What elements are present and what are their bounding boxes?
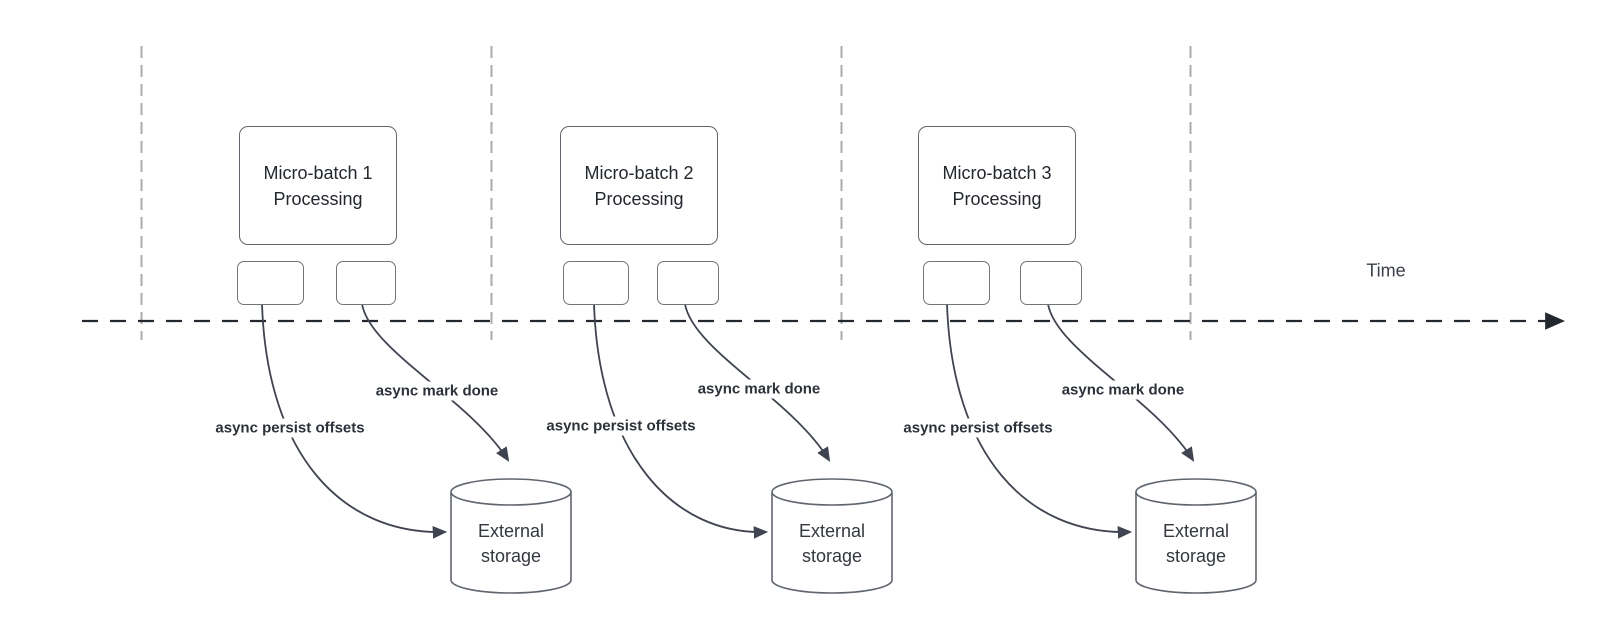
persist-offsets-label-2: async persist offsets xyxy=(543,416,699,436)
persist-offsets-label-3: async persist offsets xyxy=(900,418,1056,438)
micro-batch-3-label-line1: Micro-batch 3 xyxy=(942,162,1052,183)
micro-batch-1-task-box-right xyxy=(336,261,396,305)
micro-batch-2-task-box-left xyxy=(563,261,629,305)
time-axis-label: Time xyxy=(1366,260,1406,281)
mark-done-arrow-2 xyxy=(684,303,831,462)
persist-offsets-arrow-3 xyxy=(946,303,1133,539)
external-storage-label-2: External storage xyxy=(799,519,865,569)
micro-batch-3-task-box-right xyxy=(1020,261,1082,305)
persist-offsets-arrow-2 xyxy=(593,303,769,539)
mark-done-label-3: async mark done xyxy=(1058,380,1188,400)
external-storage-label-1-line2: storage xyxy=(480,546,542,566)
external-storage-label-3-line2: storage xyxy=(1165,546,1227,566)
external-storage-label-2-line2: storage xyxy=(801,546,863,566)
external-storage-cylinder-2 xyxy=(771,478,893,594)
micro-batch-1-label-line2: Processing xyxy=(273,188,363,209)
micro-batch-3-label-line2: Processing xyxy=(952,188,1042,209)
external-storage-label-1-line1: External xyxy=(477,521,545,541)
external-storage-label-2-line1: External xyxy=(798,521,866,541)
micro-batch-2-processing-box: Micro-batch 2 Processing xyxy=(560,126,718,245)
micro-batch-2-label-line1: Micro-batch 2 xyxy=(584,162,694,183)
micro-batch-3-processing-box: Micro-batch 3 Processing xyxy=(918,126,1076,245)
micro-batch-2-label-line2: Processing xyxy=(594,188,684,209)
micro-batch-3-task-box-left xyxy=(923,261,990,305)
persist-offsets-label-1: async persist offsets xyxy=(212,418,368,438)
mark-done-label-2: async mark done xyxy=(694,379,824,399)
external-storage-label-3: External storage xyxy=(1163,519,1229,569)
micro-batch-2-task-box-right xyxy=(657,261,719,305)
micro-batch-1-task-box-left xyxy=(237,261,304,305)
micro-batch-1-processing-box: Micro-batch 1 Processing xyxy=(239,126,397,245)
mark-done-arrow-3 xyxy=(1047,303,1195,462)
persist-offsets-arrow-1 xyxy=(261,303,448,539)
external-storage-cylinder-1 xyxy=(450,478,572,594)
external-storage-label-3-line1: External xyxy=(1162,521,1230,541)
micro-batch-1-label-line1: Micro-batch 1 xyxy=(263,162,373,183)
mark-done-label-1: async mark done xyxy=(372,381,502,401)
external-storage-cylinder-3 xyxy=(1135,478,1257,594)
mark-done-arrow-1 xyxy=(361,303,510,462)
external-storage-label-1: External storage xyxy=(478,519,544,569)
